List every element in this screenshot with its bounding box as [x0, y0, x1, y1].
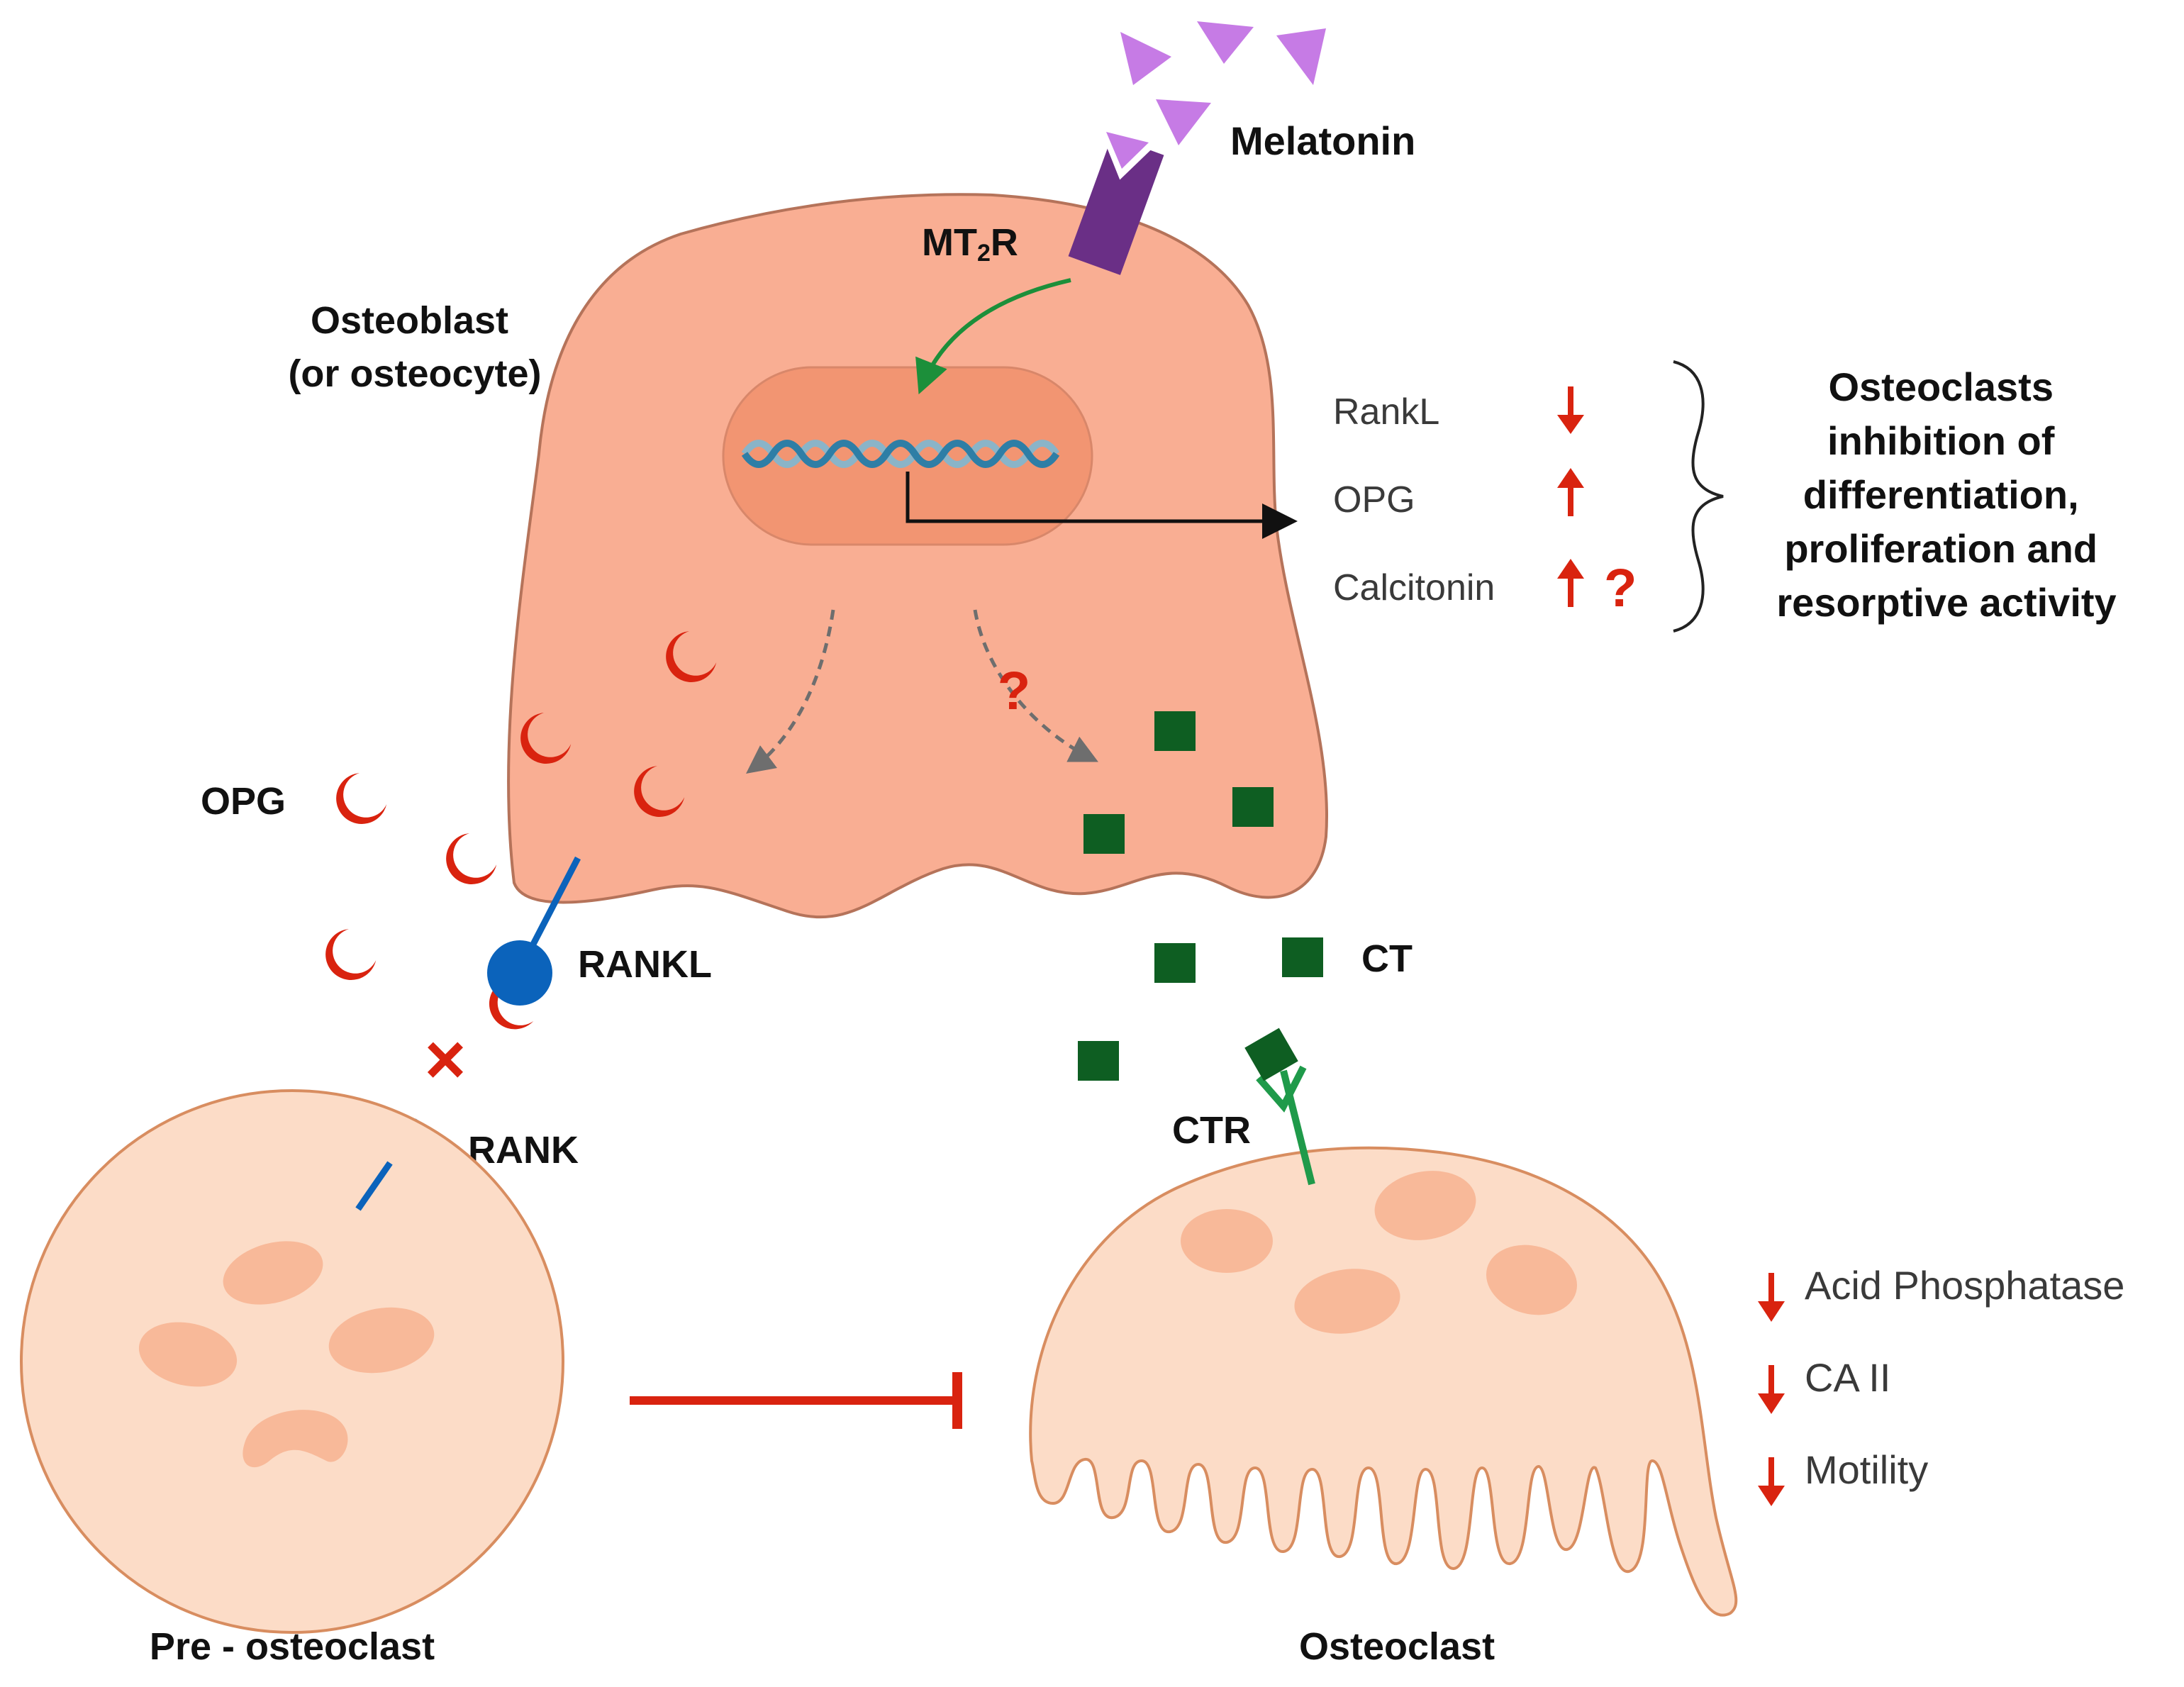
nucleus-blob	[1374, 1171, 1476, 1240]
inhibition-t-bar-icon	[630, 1372, 962, 1429]
opg-crescent-icon	[321, 925, 379, 984]
down-arrow-icon	[1758, 1457, 1785, 1506]
nucleus-blob	[223, 1241, 323, 1305]
ct-square-icon	[1083, 814, 1125, 854]
rankl-stalk	[525, 856, 581, 956]
rankl-ligand	[487, 940, 552, 1006]
rank-label: RANK	[468, 1129, 579, 1171]
melatonin-label: Melatonin	[1230, 118, 1415, 163]
pre-osteoclast-label: Pre - osteoclast	[150, 1625, 435, 1668]
nucleus-blob	[328, 1307, 435, 1374]
bound-ct-square-icon	[1244, 1028, 1298, 1081]
melatonin-molecules	[1120, 21, 1326, 145]
opg-crescent-icon	[442, 829, 499, 889]
mt2r-label: MT2R	[922, 221, 1018, 267]
up-arrow-icon	[1557, 559, 1584, 607]
mt2r-receptor	[1068, 126, 1164, 275]
bound-melatonin-icon	[1106, 132, 1149, 169]
blocked-x-mark-icon: ×	[425, 1020, 466, 1099]
osteoclast-nuclei	[1181, 1171, 1578, 1334]
gene-effects-list: RankL OPG Calcitonin ?	[1333, 386, 1637, 618]
melatonin-triangle-icon	[1197, 21, 1254, 64]
signal-arrow-green	[915, 278, 1071, 395]
up-arrow-icon	[1557, 468, 1584, 516]
opg-label: OPG	[201, 780, 286, 823]
down-arrow-icon	[1758, 1273, 1785, 1322]
ct-square-icon	[1078, 1041, 1119, 1081]
grouping-brace	[1673, 360, 1724, 633]
ct-square-icon	[1154, 943, 1196, 983]
ct-pathway-question-mark: ?	[998, 661, 1030, 721]
osteoblast-cell	[507, 193, 1328, 919]
ctr-receptor	[1244, 1028, 1315, 1186]
ctr-label: CTR	[1172, 1109, 1251, 1152]
gene-name-calcitonin: Calcitonin	[1333, 567, 1495, 608]
calcitonin-question-mark: ?	[1604, 558, 1637, 618]
nucleus-blob	[1181, 1209, 1273, 1273]
opg-secretion-arrow	[746, 609, 835, 774]
ctr-binding-cup	[1256, 1065, 1307, 1113]
pre-osteoclast-cell	[20, 1089, 564, 1634]
osteoblast-nucleus	[722, 366, 1093, 546]
gene-name-opg: OPG	[1333, 479, 1415, 520]
rank-stalk-inner	[355, 1161, 393, 1211]
nucleus-blob	[243, 1410, 348, 1468]
down-arrow-icon	[1557, 386, 1584, 434]
osteoblast-label: Osteoblast (or osteocyte)	[288, 299, 541, 395]
gene-name-rankl: RankL	[1333, 391, 1439, 433]
ct-square-icon	[1232, 787, 1274, 827]
nucleus-blob	[1486, 1245, 1578, 1315]
melatonin-triangle-icon	[1120, 32, 1171, 85]
ct-square-icon	[1282, 937, 1323, 977]
effect-acid-phosphatase: Acid Phosphatase	[1805, 1263, 2124, 1308]
ct-square-icon	[1154, 711, 1196, 751]
osteoclast-effects-list: Acid Phosphatase CA II Motility	[1758, 1263, 2124, 1506]
effect-motility: Motility	[1805, 1447, 1928, 1492]
ct-label: CT	[1361, 937, 1413, 980]
opg-crescent-icon	[332, 769, 389, 828]
rankl-label: RANKL	[578, 943, 712, 986]
osteoclast-label: Osteoclast	[1299, 1625, 1495, 1668]
nucleus-blob	[1294, 1269, 1400, 1334]
dna-double-helix-icon	[741, 440, 1060, 468]
pre-osteoclast-nuclei	[138, 1241, 435, 1468]
melatonin-triangle-icon	[1156, 99, 1211, 145]
expression-arrow	[906, 472, 1298, 539]
ct-molecules	[1078, 711, 1323, 1081]
ct-secretion-arrow	[973, 609, 1098, 762]
nucleus-blob	[138, 1322, 238, 1387]
melatonin-triangle-icon	[1276, 28, 1326, 85]
effect-ca-ii: CA II	[1805, 1355, 1890, 1400]
osteoclast-inhibition-summary: Osteoclasts inhibition of differentiatio…	[1776, 364, 2116, 625]
down-arrow-icon	[1758, 1365, 1785, 1414]
